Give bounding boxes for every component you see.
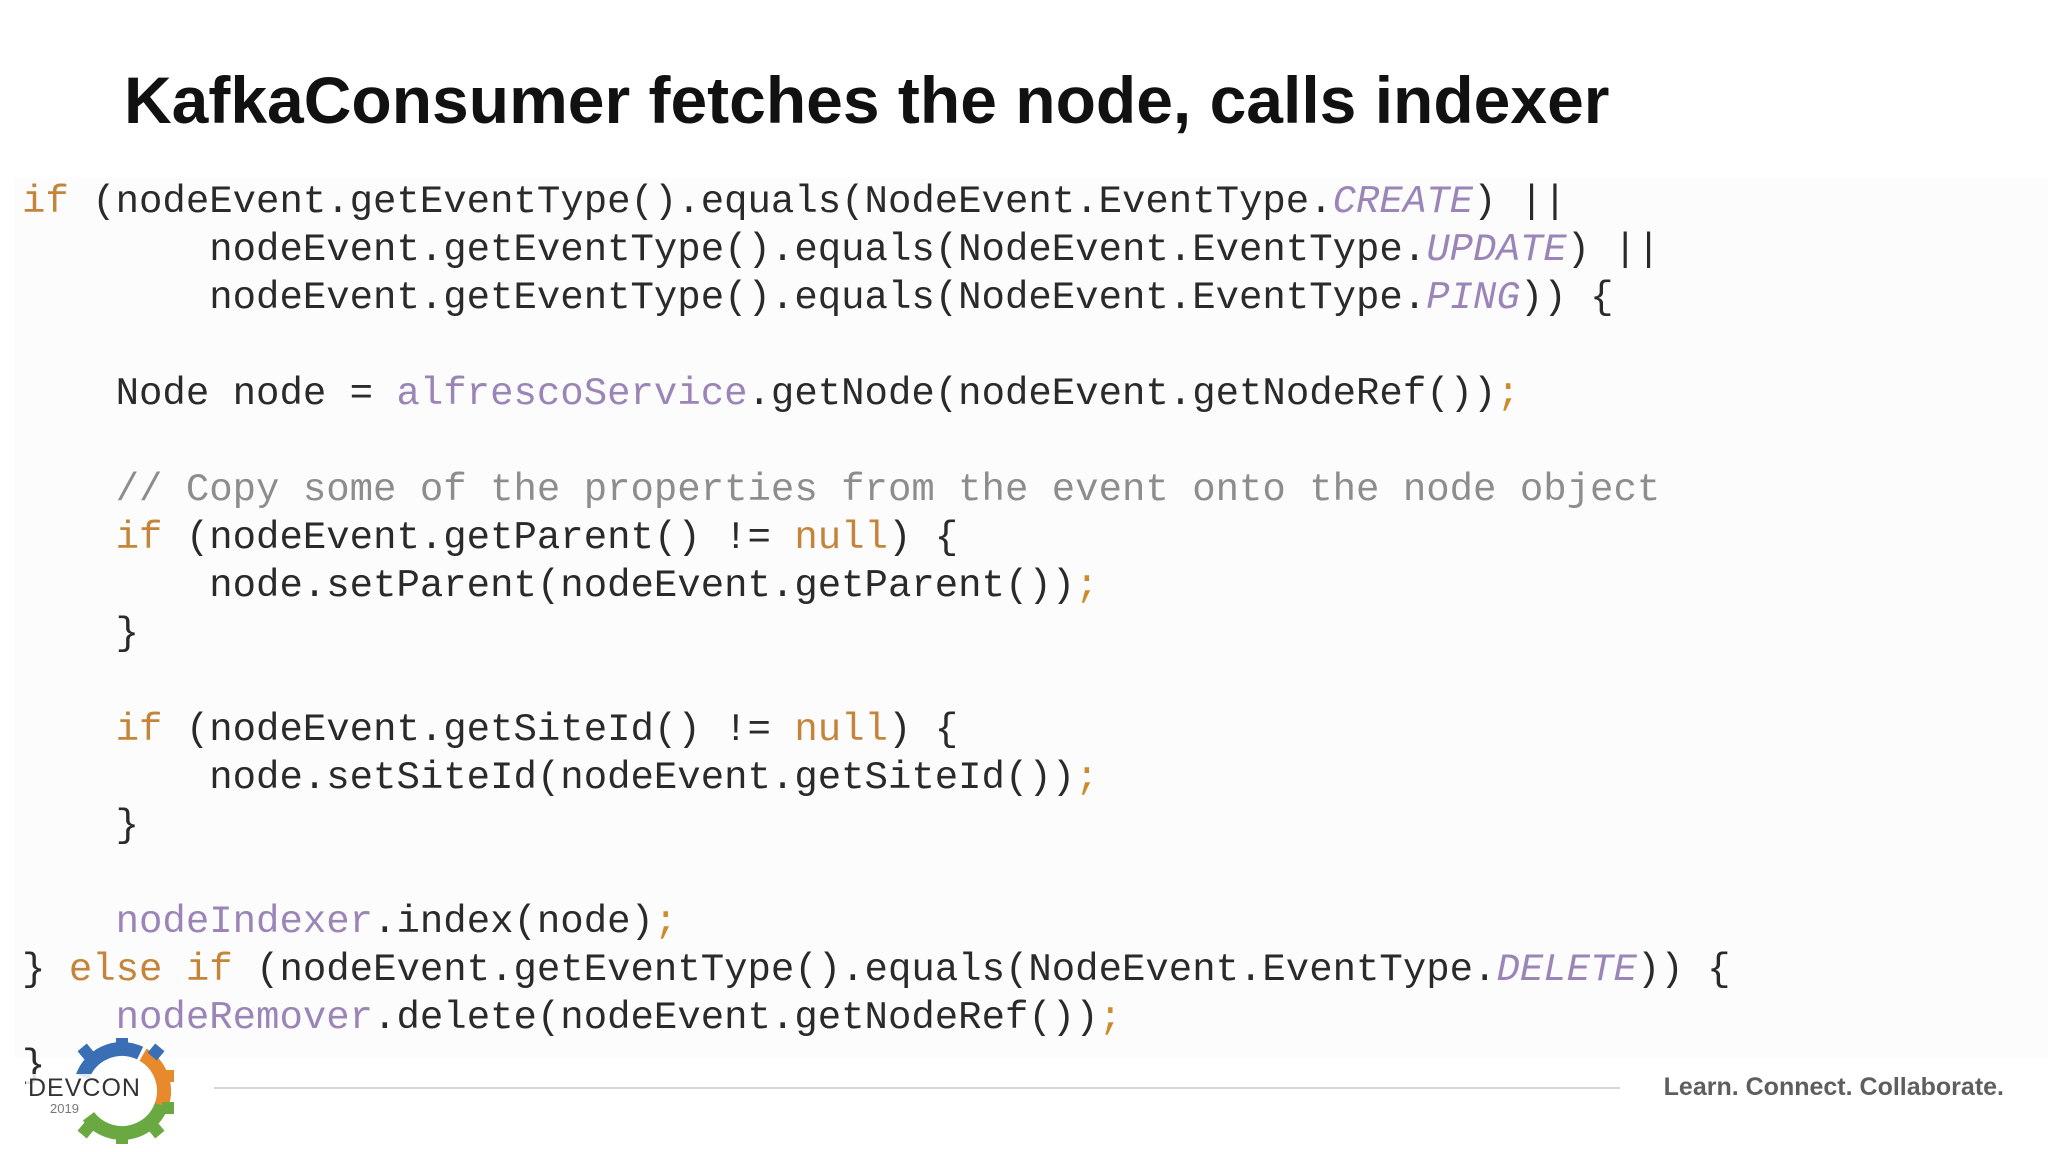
code-line: nodeIndexer.index(node); — [22, 898, 678, 946]
semicolon: ; — [1496, 372, 1520, 416]
code-text: } — [22, 948, 69, 992]
code-line: if (nodeEvent.getEventType().equals(Node… — [22, 178, 1567, 226]
slide-title: KafkaConsumer fetches the node, calls in… — [124, 63, 1610, 137]
keyword: else if — [68, 948, 233, 992]
code-comment: // Copy some of the properties from the … — [22, 468, 1661, 512]
code-line: nodeEvent.getEventType().equals(NodeEven… — [22, 226, 1660, 274]
code-indent — [22, 900, 116, 944]
code-text: .delete(nodeEvent.getNodeRef()) — [373, 996, 1099, 1040]
code-text: )) { — [1636, 948, 1731, 992]
logo-wordmark: DEVCON — [26, 1074, 143, 1102]
semicolon: ; — [1098, 996, 1123, 1040]
code-text: ) || — [1473, 180, 1567, 224]
code-text: (nodeEvent.getEventType().equals(NodeEve… — [232, 948, 1497, 992]
enum-constant: PING — [1426, 276, 1520, 320]
code-text: (nodeEvent.getSiteId() != — [162, 708, 795, 752]
code-text: nodeEvent.getEventType().equals(NodeEven… — [22, 276, 1427, 320]
code-text: (nodeEvent.getEventType().equals(NodeEve… — [68, 180, 1333, 224]
keyword: if — [115, 516, 163, 560]
code-text: .getNode(nodeEvent.getNodeRef()) — [747, 372, 1497, 416]
code-line: node.setParent(nodeEvent.getParent()); — [22, 562, 1099, 610]
code-line: if (nodeEvent.getSiteId() != null) { — [22, 706, 959, 754]
semicolon: ; — [653, 900, 678, 944]
code-indent — [22, 708, 116, 752]
enum-constant: UPDATE — [1426, 228, 1567, 272]
code-text: Node node = — [22, 372, 397, 416]
enum-constant: CREATE — [1332, 180, 1474, 224]
code-text: .index(node) — [373, 900, 654, 944]
code-line: if (nodeEvent.getParent() != null) { — [22, 514, 959, 562]
code-line: } — [22, 610, 139, 658]
semicolon: ; — [1075, 564, 1099, 608]
code-block: if (nodeEvent.getEventType().equals(Node… — [14, 178, 2048, 1088]
footer-divider — [214, 1087, 1620, 1089]
code-text: )) { — [1519, 276, 1614, 320]
code-text: node.setParent(nodeEvent.getParent()) — [22, 564, 1076, 608]
keyword: null — [794, 708, 888, 752]
enum-constant: DELETE — [1496, 948, 1637, 992]
keyword: if — [22, 180, 69, 224]
code-text: ) || — [1566, 228, 1661, 272]
code-line: nodeEvent.getEventType().equals(NodeEven… — [22, 274, 1613, 322]
footer-tagline: Learn. Connect. Collaborate. — [1663, 1073, 2004, 1101]
code-line: Node node = alfrescoService.getNode(node… — [22, 370, 1520, 418]
field-ref: nodeIndexer — [115, 900, 374, 944]
field-ref: nodeRemover — [115, 996, 374, 1040]
code-line: node.setSiteId(nodeEvent.getSiteId()); — [22, 754, 1099, 802]
code-text: node.setSiteId(nodeEvent.getSiteId()) — [22, 756, 1076, 800]
code-text: } — [22, 612, 140, 656]
code-indent — [22, 516, 116, 560]
semicolon: ; — [1075, 756, 1099, 800]
code-line: nodeRemover.delete(nodeEvent.getNodeRef(… — [22, 994, 1122, 1042]
logo-year: 2019 — [50, 1101, 79, 1116]
code-line: } — [22, 802, 139, 850]
code-line: // Copy some of the properties from the … — [22, 466, 1661, 514]
code-text: } — [22, 804, 140, 848]
keyword: null — [794, 516, 888, 560]
field-ref: alfrescoService — [396, 372, 748, 416]
code-text: (nodeEvent.getParent() != — [162, 516, 795, 560]
code-line: } else if (nodeEvent.getEventType().equa… — [22, 946, 1731, 994]
code-indent — [22, 996, 116, 1040]
keyword: if — [115, 708, 163, 752]
code-text: ) { — [887, 708, 959, 752]
code-text: ) { — [887, 516, 959, 560]
code-text: nodeEvent.getEventType().equals(NodeEven… — [22, 228, 1427, 272]
